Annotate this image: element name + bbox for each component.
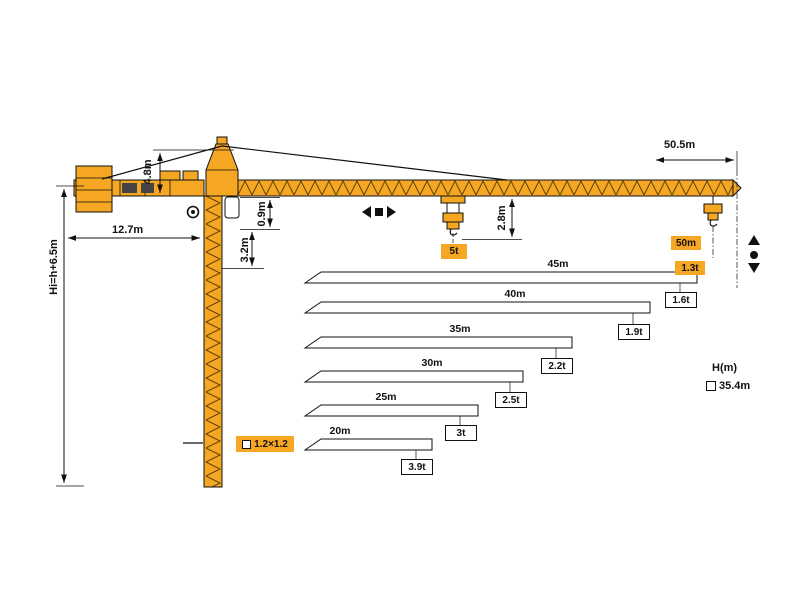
height-axis-label: H(m)	[712, 362, 738, 374]
tower-mast	[203, 195, 223, 488]
counterweight	[75, 165, 113, 213]
mast-section-label: 1.2×1.2	[254, 438, 288, 450]
jib-bar-20m	[303, 438, 433, 451]
main-jib	[237, 178, 742, 198]
freestanding-height-label: 35.4m	[719, 380, 751, 392]
hoist-motor	[141, 183, 154, 193]
dim-tower-head: 4.8m	[142, 159, 154, 185]
dim-head-offset: 3.2m	[239, 237, 251, 263]
tip-radius-badge: 50m	[671, 236, 701, 250]
dim-jib-total: 50.5m	[664, 139, 696, 151]
slewing-icon	[186, 205, 200, 219]
jib-bar-30m	[303, 370, 524, 383]
tip-hook-block	[703, 196, 723, 258]
tip-load-35m: 2.2t	[541, 358, 573, 374]
jib-length-25m: 25m	[375, 391, 397, 403]
jib-bar-45m	[303, 271, 698, 284]
height-marker-icon	[706, 381, 716, 391]
tower-head	[205, 136, 239, 197]
jib-bar-40m	[303, 301, 651, 314]
section-square-icon	[242, 439, 252, 449]
jib-option-bars	[303, 271, 698, 459]
tip-load-40m: 1.9t	[618, 324, 650, 340]
jib-bar-25m	[303, 404, 479, 417]
dim-height-formula: Hi=h+6.5m	[48, 239, 60, 295]
mid-load-badge: 5t	[441, 244, 467, 259]
dimension-lines	[56, 149, 738, 487]
jib-length-30m: 30m	[421, 357, 443, 369]
dim-hook-drop: 2.8m	[496, 205, 508, 231]
trolley-travel-icon	[362, 206, 396, 218]
tip-load-45m: 1.6t	[665, 292, 697, 308]
trolley-hook-block	[440, 195, 466, 243]
crane-structure	[73, 136, 742, 488]
hoist-winch	[122, 183, 137, 193]
tip-load-25m: 3t	[445, 425, 477, 441]
dim-counter-jib: 12.7m	[112, 224, 144, 236]
tip-load-30m: 2.5t	[495, 392, 527, 408]
jib-length-35m: 35m	[449, 323, 471, 335]
jib-bar-35m	[303, 336, 573, 349]
jib-length-45m: 45m	[547, 258, 569, 270]
hoist-direction-icon	[748, 235, 760, 273]
jib-length-40m: 40m	[504, 288, 526, 300]
tip-load-badge: 1.3t	[675, 261, 705, 275]
tip-load-20m: 3.9t	[401, 459, 433, 475]
mast-section-badge: 1.2×1.2	[236, 436, 294, 452]
dim-jib-depth: 0.9m	[256, 201, 268, 227]
freestanding-height: 35.4m	[706, 380, 750, 392]
operator-cab	[224, 196, 240, 219]
jib-length-20m: 20m	[329, 425, 351, 437]
